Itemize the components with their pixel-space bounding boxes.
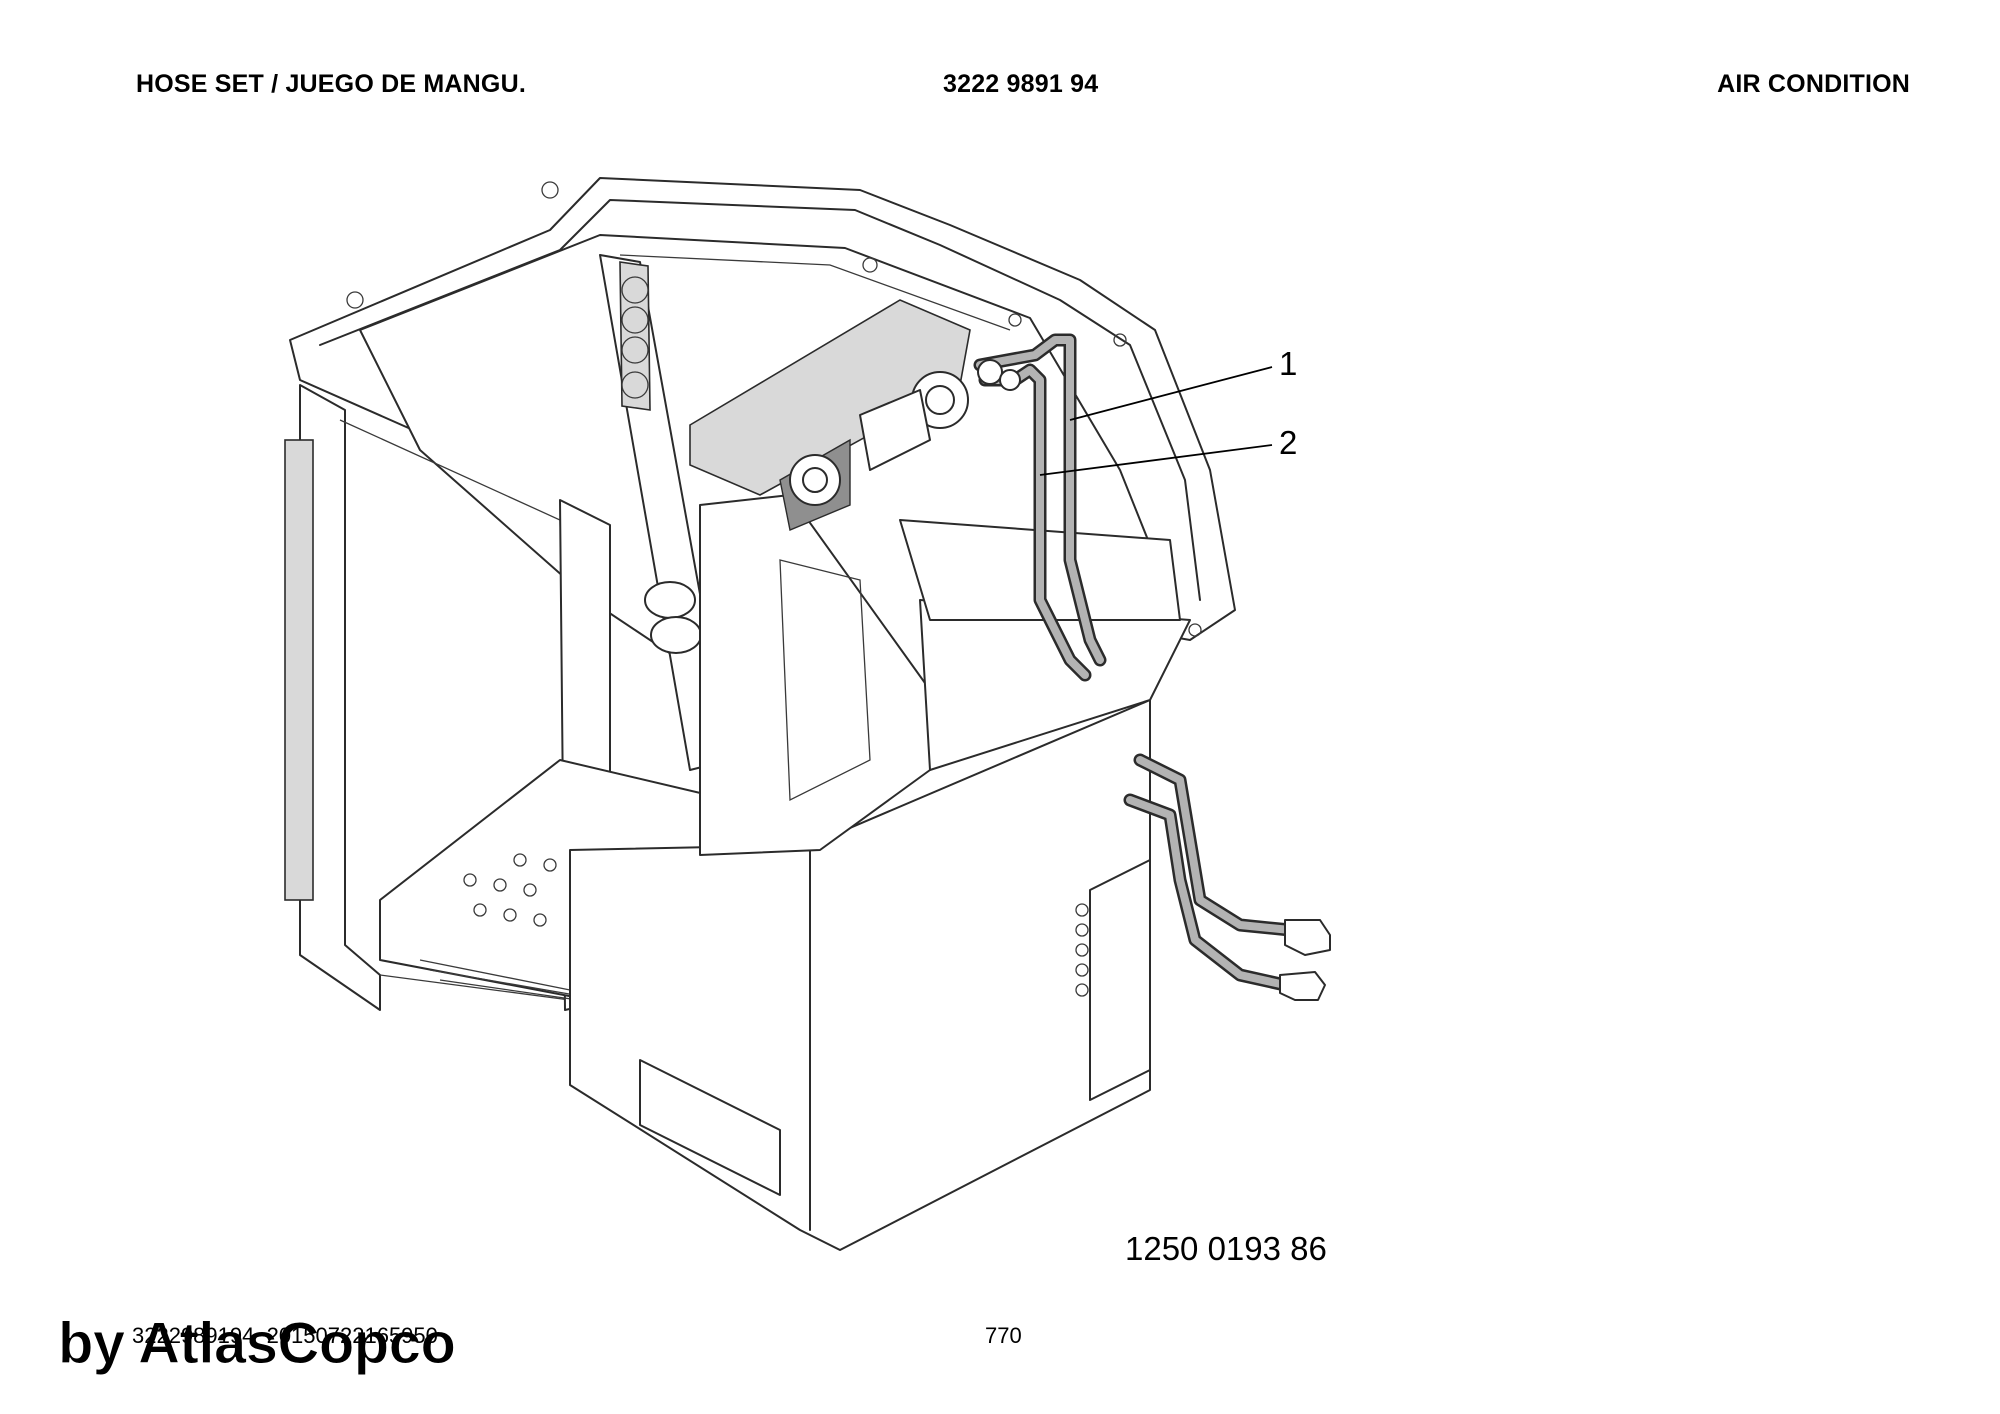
- leader-line-2: [1039, 444, 1273, 476]
- roof-fasteners: [346, 181, 1202, 637]
- page-number: 770: [985, 1323, 1022, 1348]
- access-panel: [639, 1059, 781, 1196]
- header-part-number: 3222 9891 94: [943, 70, 1099, 98]
- drawing-number: 1250 0193 86: [1125, 1230, 1327, 1267]
- floor-holes: [463, 853, 557, 927]
- leader-line-1: [1069, 366, 1273, 421]
- lower-hose-lower: [1123, 793, 1292, 992]
- header-section: AIR CONDITION: [1717, 70, 1910, 98]
- callout-label-1: 1: [1279, 345, 1298, 382]
- atlas-copco-watermark: by AtlasCopco: [57, 1311, 456, 1377]
- callout-label-2: 2: [1279, 424, 1298, 461]
- lower-hose-upper: [1133, 753, 1297, 937]
- document-id: 3222989194_20150722165950: [132, 1323, 438, 1348]
- connector-ports: [1075, 903, 1089, 997]
- header-title: HOSE SET / JUEGO DE MANGU.: [136, 70, 526, 98]
